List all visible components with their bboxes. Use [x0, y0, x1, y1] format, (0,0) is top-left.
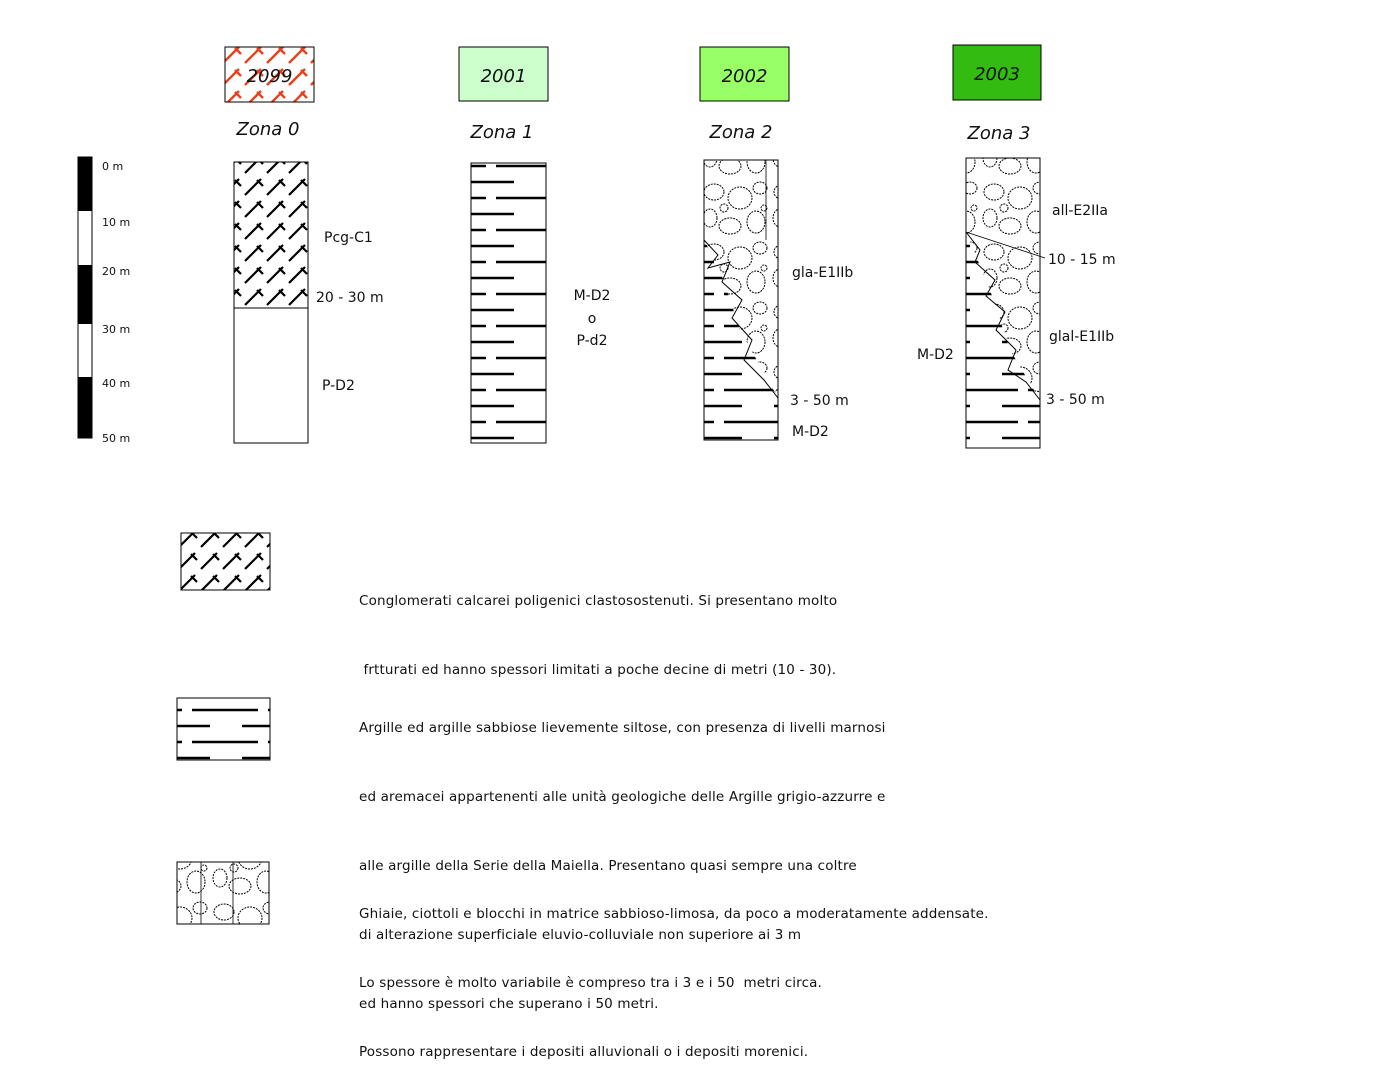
zone-code-3: 2003	[974, 64, 1020, 85]
zona0-thickness: 20 - 30 m	[316, 290, 384, 306]
legend-swatch-conglomerate	[181, 533, 270, 590]
zona1-line3: P-d2	[577, 333, 608, 349]
scale-bar: 0 m 10 m 20 m 30 m 40 m 50 m	[78, 157, 130, 445]
legend-line: ed aremacei appartenenti alle unità geol…	[359, 786, 886, 809]
zone-code-box-2: 2002	[700, 47, 789, 101]
legend-line: Possono rappresentare i depositi alluvio…	[359, 1041, 989, 1064]
column-zona-1: M-D2 o P-d2	[471, 163, 610, 443]
zona0-unit-bottom: P-D2	[322, 378, 355, 394]
zona1-line2: o	[588, 311, 597, 327]
legend-line: Lo spessore è molto variabile è compreso…	[359, 972, 989, 995]
legend-swatch-gravel	[177, 862, 269, 924]
legend-text-gravel: Ghiaie, ciottoli e blocchi in matrice sa…	[359, 857, 989, 1087]
legend-line: Ghiaie, ciottoli e blocchi in matrice sa…	[359, 903, 989, 926]
zona2-unit-top: gla-E1IIb	[792, 265, 853, 281]
zona3-unit-mid: glal-E1IIb	[1049, 329, 1114, 345]
zone-code-2: 2002	[722, 66, 768, 87]
zona2-thickness: 3 - 50 m	[790, 393, 849, 409]
scale-label-30: 30 m	[102, 323, 130, 336]
scale-label-50: 50 m	[102, 432, 130, 445]
zone-title-2: Zona 2	[709, 122, 773, 143]
scale-label-20: 20 m	[102, 265, 130, 278]
column-zona-3: all-E2IIa 10 - 15 m glal-E1IIb M-D2 3 - …	[917, 158, 1116, 448]
zone-title-1: Zona 1	[470, 122, 534, 143]
zone-code-box-1: 2001	[459, 47, 548, 101]
zone-code-0: 2099	[247, 66, 293, 87]
legend-line: Conglomerati calcarei poligenici clastos…	[359, 590, 837, 613]
zona1-line1: M-D2	[574, 288, 611, 304]
zone-code-box-3: 2003	[953, 45, 1041, 100]
zone-title-3: Zona 3	[967, 123, 1031, 144]
zona0-unit-top: Pcg-C1	[324, 230, 373, 246]
scale-label-40: 40 m	[102, 377, 130, 390]
legend-line: Argille ed argille sabbiose lievemente s…	[359, 717, 886, 740]
zone-code-1: 2001	[481, 66, 527, 87]
zona3-unit-top: all-E2IIa	[1052, 203, 1108, 219]
legend-swatch-clay	[177, 698, 270, 760]
scale-label-0: 0 m	[102, 160, 123, 173]
zona3-unit-left: M-D2	[917, 347, 954, 363]
zona3-thickness-bottom: 3 - 50 m	[1046, 392, 1105, 408]
column-zona-2: gla-E1IIb 3 - 50 m M-D2	[704, 160, 853, 440]
zone-title-0: Zona 0	[236, 119, 300, 140]
zona2-unit-bottom: M-D2	[792, 424, 829, 440]
zone-code-box-0: 2099	[225, 47, 314, 102]
column-zona-0: Pcg-C1 20 - 30 m P-D2	[234, 162, 384, 443]
scale-label-10: 10 m	[102, 216, 130, 229]
zona3-thickness-top: 10 - 15 m	[1048, 252, 1116, 268]
